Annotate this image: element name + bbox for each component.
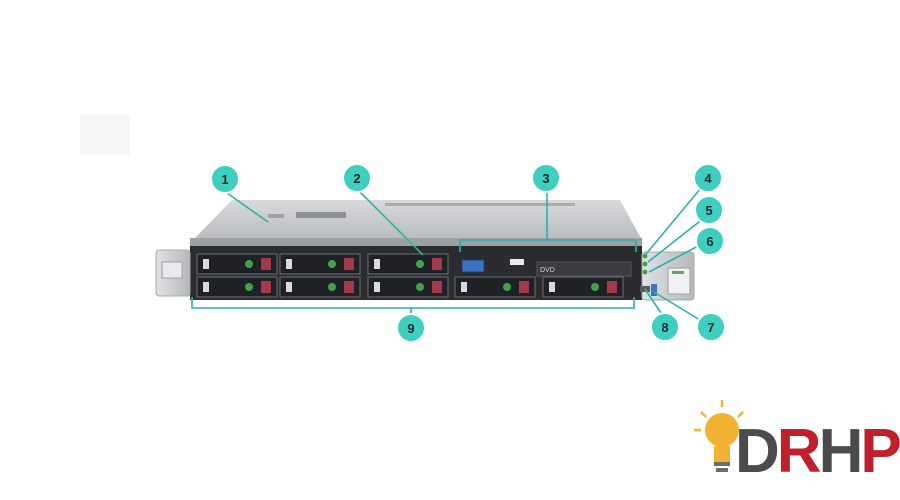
drive-bay-release-handle — [261, 258, 271, 270]
drive-bay-led — [416, 283, 424, 291]
callout-2-label: 2 — [353, 171, 360, 186]
drive-bay — [454, 276, 536, 298]
leader-7 — [653, 291, 701, 321]
lightbulb-icon — [694, 400, 744, 472]
drive-bay — [196, 276, 278, 298]
callout-2: 2 — [342, 163, 372, 193]
background-watermark — [80, 115, 130, 155]
left-rack-ear — [155, 249, 191, 297]
callout-9: 9 — [396, 313, 426, 343]
leader-8 — [644, 288, 664, 317]
drhp-logo: DRHP — [694, 400, 900, 486]
drive-bay-frame — [454, 276, 536, 298]
drive-bay-tag — [549, 282, 555, 292]
leader-1 — [226, 192, 269, 223]
leader-4 — [645, 187, 702, 255]
bracket-9 — [191, 297, 635, 309]
drive-bay-led — [328, 283, 336, 291]
drive-bay-release-handle — [261, 281, 271, 293]
drive-bays — [196, 253, 624, 298]
media-panel: DVD — [461, 259, 632, 277]
drive-bay-tag — [374, 259, 380, 269]
logo-h: H — [819, 417, 861, 486]
optical-drive-label: DVD — [540, 267, 555, 274]
callout-1-label: 1 — [221, 172, 228, 187]
leader-lines — [191, 187, 705, 321]
bracket-3 — [459, 239, 637, 252]
drive-bay — [542, 276, 624, 298]
callout-8: 8 — [650, 312, 680, 342]
drive-bay-led — [591, 283, 599, 291]
drive-bay — [279, 276, 361, 298]
callout-5-label: 5 — [705, 203, 712, 218]
drive-bay-frame — [367, 276, 449, 298]
drive-bay-tag — [286, 259, 292, 269]
nic-led — [642, 269, 648, 275]
drive-bay-frame — [196, 276, 278, 298]
leader-5 — [647, 217, 705, 263]
chassis-top-label — [296, 212, 346, 218]
drive-bay — [279, 253, 361, 275]
optical-drive — [536, 261, 632, 277]
drive-bay-tag — [203, 282, 209, 292]
logo-wordmark: DRHP — [735, 417, 900, 486]
logo-r: R — [777, 417, 821, 486]
drive-bay-tag — [286, 282, 292, 292]
callout-7-label: 7 — [707, 320, 714, 335]
logo-p: P — [860, 417, 900, 486]
callout-4-label: 4 — [704, 171, 712, 186]
callout-7: 7 — [696, 312, 726, 342]
callout-4: 4 — [693, 163, 723, 193]
drive-bay-frame — [196, 253, 278, 275]
chassis-top-label-small — [268, 214, 284, 218]
drive-bay-led — [245, 260, 253, 268]
drive-bay-tag — [374, 282, 380, 292]
drive-bay-tag — [203, 259, 209, 269]
drive-bay-frame — [542, 276, 624, 298]
drive-bay-led — [245, 283, 253, 291]
drive-bay-frame — [367, 253, 449, 275]
chassis-top-panel — [193, 200, 642, 240]
right-ear-tag — [667, 267, 691, 295]
drive-bay-led — [328, 260, 336, 268]
right-rack-ear — [641, 251, 695, 301]
power-led — [642, 253, 648, 259]
callout-1: 1 — [210, 164, 240, 194]
usb-front-port — [651, 284, 657, 296]
callout-9-label: 9 — [407, 321, 414, 336]
drive-bay — [367, 253, 449, 275]
drive-bay — [196, 253, 278, 275]
vga-port — [461, 259, 485, 273]
callout-5: 5 — [694, 195, 724, 225]
drive-bay-release-handle — [432, 258, 442, 270]
leader-6 — [648, 244, 701, 273]
chassis-vent-strip — [385, 203, 575, 206]
drive-bay — [367, 276, 449, 298]
drive-bay-release-handle — [607, 281, 617, 293]
callout-6: 6 — [695, 226, 725, 256]
callouts: 1 2 3 4 5 6 7 8 — [210, 163, 726, 343]
callout-6-label: 6 — [706, 234, 713, 249]
drive-bay-led — [503, 283, 511, 291]
left-ear-tag — [161, 261, 183, 279]
leader-2 — [359, 191, 424, 256]
chassis-front-lip — [190, 238, 642, 246]
drive-bay-frame — [279, 276, 361, 298]
drive-bay-tag — [461, 282, 467, 292]
drive-bay-led — [416, 260, 424, 268]
health-led — [642, 261, 648, 267]
usb-port — [510, 259, 524, 265]
logo-d: D — [735, 417, 778, 486]
callout-3-label: 3 — [542, 171, 549, 186]
drive-bay-release-handle — [344, 258, 354, 270]
callout-3: 3 — [531, 163, 561, 193]
callout-8-label: 8 — [661, 320, 668, 335]
drive-bay-release-handle — [519, 281, 529, 293]
drive-bay-release-handle — [344, 281, 354, 293]
right-ear-logo — [672, 271, 684, 274]
drive-bay-release-handle — [432, 281, 442, 293]
drive-bay-frame — [279, 253, 361, 275]
